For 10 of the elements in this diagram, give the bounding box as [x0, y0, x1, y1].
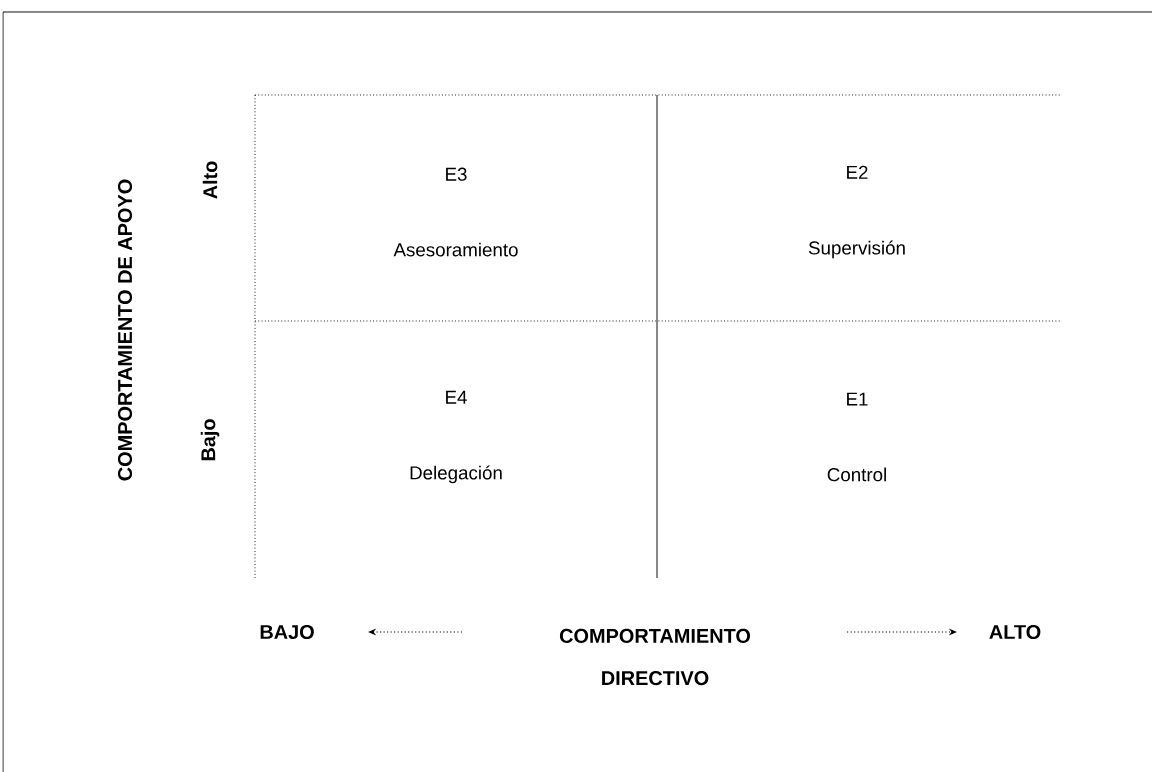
- axis-title: COMPORTAMIENTO DIRECTIVO: [559, 628, 751, 686]
- quadrant-cell: E3 Asesoramiento: [393, 167, 518, 257]
- quadrant-cell: E2 Supervisión: [808, 165, 905, 259]
- axis-label: Alto: [202, 161, 218, 199]
- quadrant-cell: E1 Control: [827, 392, 886, 482]
- axis-label: Bajo: [200, 419, 220, 461]
- axis-title: COMPORTAMIENTO DE APOYO: [117, 179, 133, 481]
- axis-label: BAJO: [260, 624, 314, 640]
- quadrant-cell: E4 Delegación: [410, 390, 502, 484]
- axis-label: ALTO: [989, 624, 1041, 640]
